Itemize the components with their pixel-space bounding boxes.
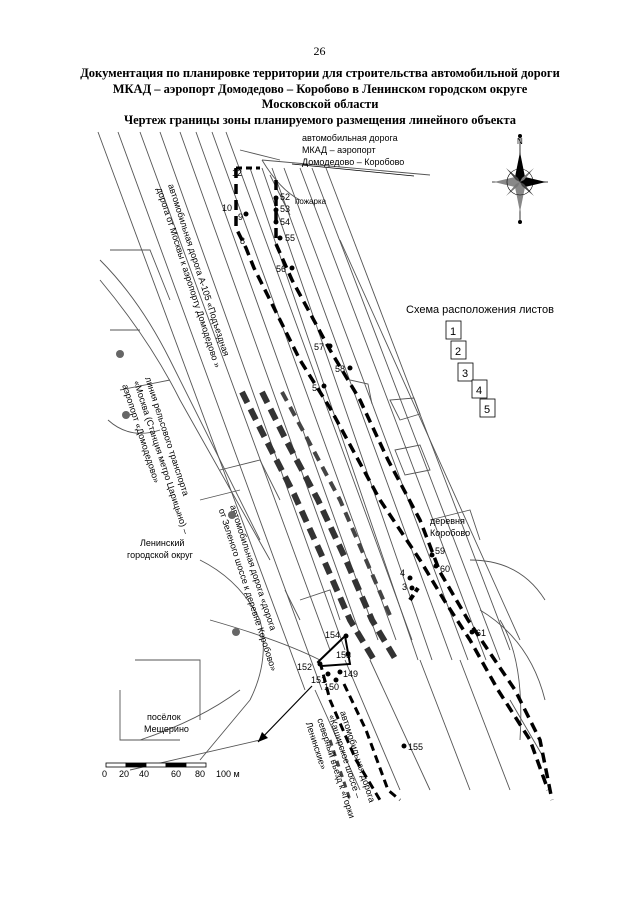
point-154: 154 [325,630,340,640]
point-151: 151 [311,675,326,685]
sheet-3: 3 [462,368,468,380]
map-background-lines [97,131,546,791]
sheet-scheme: Схема расположения листов 1 2 3 4 5 [406,304,554,418]
sheet-2: 2 [455,346,461,358]
point-58: 58 [335,364,345,374]
point-53: 53 [280,204,290,214]
scale-tick-40: 40 [139,769,149,779]
north-label: N [517,137,523,146]
point-3: 3 [402,582,407,592]
scale-tick-20: 20 [119,769,129,779]
pozharka-label: пожарка [295,197,327,206]
road-kashira-label: автомобильная дорога «Каширское шоссе – … [304,710,377,820]
point-10: 10 [222,203,232,213]
point-59: 59 [435,546,445,556]
meshcherino-label: посёлок Мещерино [144,712,189,734]
point-57: 57 [314,342,324,352]
point-150: 150 [324,682,339,692]
point-labels: 12 10 9 8 52 53 54 55 56 57 58 5 59 60 4… [222,168,486,752]
road-label-main: автомобильная дорога МКАД – аэропорт Дом… [291,133,415,177]
svg-text:Ленинский: Ленинский [140,538,184,548]
point-60: 60 [440,564,450,574]
scale-tick-0: 0 [102,769,107,779]
point-54: 54 [280,217,290,227]
map-markers [116,350,240,636]
sheet-4: 4 [476,385,482,397]
point-55: 55 [285,233,295,243]
sheet-scheme-title: Схема расположения листов [406,304,554,316]
arrow-icon [257,685,313,743]
page-number: 26 [313,44,326,58]
scale-tick-100: 100 м [216,769,240,779]
scale-bar: 0 20 40 60 80 100 м [102,762,240,779]
main-road-line-1: автомобильная дорога [302,133,398,143]
point-149: 149 [343,669,358,679]
point-52: 52 [280,192,290,202]
title-line-3: Московской области [261,97,379,111]
title-line-1: Документация по планировке территории дл… [80,66,560,80]
svg-text:Мещерино: Мещерино [144,724,189,734]
title-line-4: Чертеж границы зоны планируемого размеще… [123,112,517,127]
point-8: 8 [240,236,245,246]
svg-text:деревня: деревня [430,516,465,526]
point-4: 4 [400,568,405,578]
point-61: 61 [476,628,486,638]
point-5: 5 [312,383,317,393]
scale-tick-60: 60 [171,769,181,779]
main-road-line-2: МКАД – аэропорт [302,145,376,155]
sheet-5: 5 [484,404,490,416]
boundary-point-markers [243,195,475,749]
document-title: Документация по планировке территории дл… [40,66,600,128]
road-zelenoe-label: автомобильная дорога «дорога от Зеленого… [217,504,279,673]
north-compass-icon: N [492,134,548,224]
scale-tick-80: 80 [195,769,205,779]
point-155: 155 [408,742,423,752]
okrug-label: Ленинский городской округ [127,538,194,560]
svg-text:Коробово: Коробово [430,528,470,538]
main-road-line-3: Домодедово – Коробово [302,157,404,167]
svg-text:посёлок: посёлок [147,712,181,722]
point-56: 56 [276,264,286,274]
point-12: 12 [232,168,242,178]
point-152: 152 [297,662,312,672]
zone-boundary-lines [234,166,554,802]
point-153: 153 [336,650,351,660]
sheet-1: 1 [450,326,456,338]
point-9: 9 [238,212,243,222]
korobovo-label: деревня Коробово [430,516,470,538]
svg-text:городской округ: городской округ [127,550,194,560]
title-line-2: МКАД – аэропорт Домодедово – Коробово в … [112,81,528,96]
